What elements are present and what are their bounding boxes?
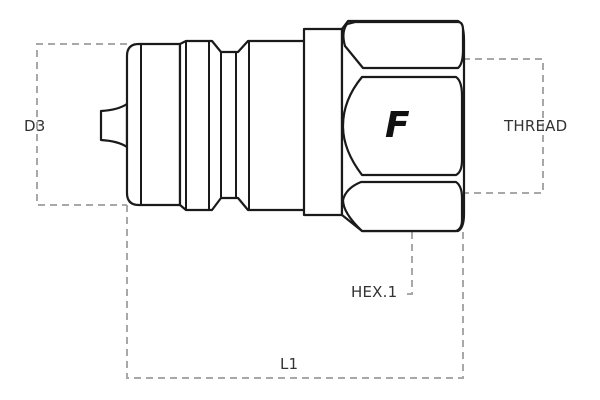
hex-label: HEX.1 xyxy=(351,283,398,301)
l1-label: L1 xyxy=(280,355,299,373)
thread-label: THREAD xyxy=(504,117,568,135)
groove-section xyxy=(178,39,307,212)
hex-facet-top xyxy=(342,20,465,70)
hex-facet-bottom xyxy=(341,180,464,233)
brand-logo-letter: F xyxy=(385,105,410,146)
nose-pin xyxy=(99,102,129,149)
d3-label: D3 xyxy=(24,117,46,135)
l1-dimension-line xyxy=(126,205,464,379)
hex-leader-line xyxy=(404,232,413,295)
dimension-lines xyxy=(36,43,544,379)
d3-dimension-line xyxy=(36,43,127,206)
front-sleeve xyxy=(125,42,182,207)
thread-dimension-line xyxy=(463,58,544,194)
hex-facet-middle xyxy=(341,75,464,177)
collar xyxy=(302,27,344,217)
coupling-body xyxy=(99,19,466,233)
